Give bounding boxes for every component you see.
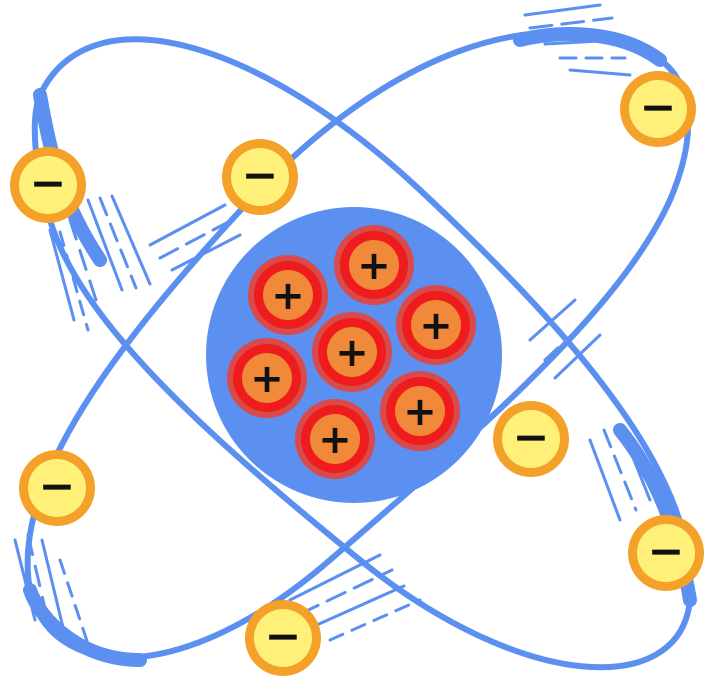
plus-sign: + bbox=[318, 417, 352, 463]
minus-sign: − bbox=[640, 82, 677, 133]
minus-sign: − bbox=[265, 611, 302, 662]
electron: − bbox=[222, 139, 298, 215]
minus-sign: − bbox=[648, 526, 685, 577]
electron: − bbox=[19, 450, 95, 526]
electron: − bbox=[10, 147, 86, 223]
proton: + bbox=[334, 225, 414, 305]
proton: + bbox=[227, 338, 307, 418]
electron: − bbox=[628, 515, 704, 591]
plus-sign: + bbox=[403, 389, 437, 435]
proton: + bbox=[248, 255, 328, 335]
proton: + bbox=[396, 285, 476, 365]
electron: − bbox=[620, 71, 696, 147]
minus-sign: − bbox=[39, 461, 76, 512]
plus-sign: + bbox=[335, 330, 369, 376]
electron: − bbox=[245, 600, 321, 676]
proton: + bbox=[380, 371, 460, 451]
minus-sign: − bbox=[242, 150, 279, 201]
minus-sign: − bbox=[513, 412, 550, 463]
electron: − bbox=[493, 401, 569, 477]
proton: + bbox=[312, 312, 392, 392]
plus-sign: + bbox=[357, 243, 391, 289]
plus-sign: + bbox=[419, 303, 453, 349]
minus-sign: − bbox=[30, 158, 67, 209]
proton: + bbox=[295, 399, 375, 479]
plus-sign: + bbox=[271, 273, 305, 319]
plus-sign: + bbox=[250, 356, 284, 402]
